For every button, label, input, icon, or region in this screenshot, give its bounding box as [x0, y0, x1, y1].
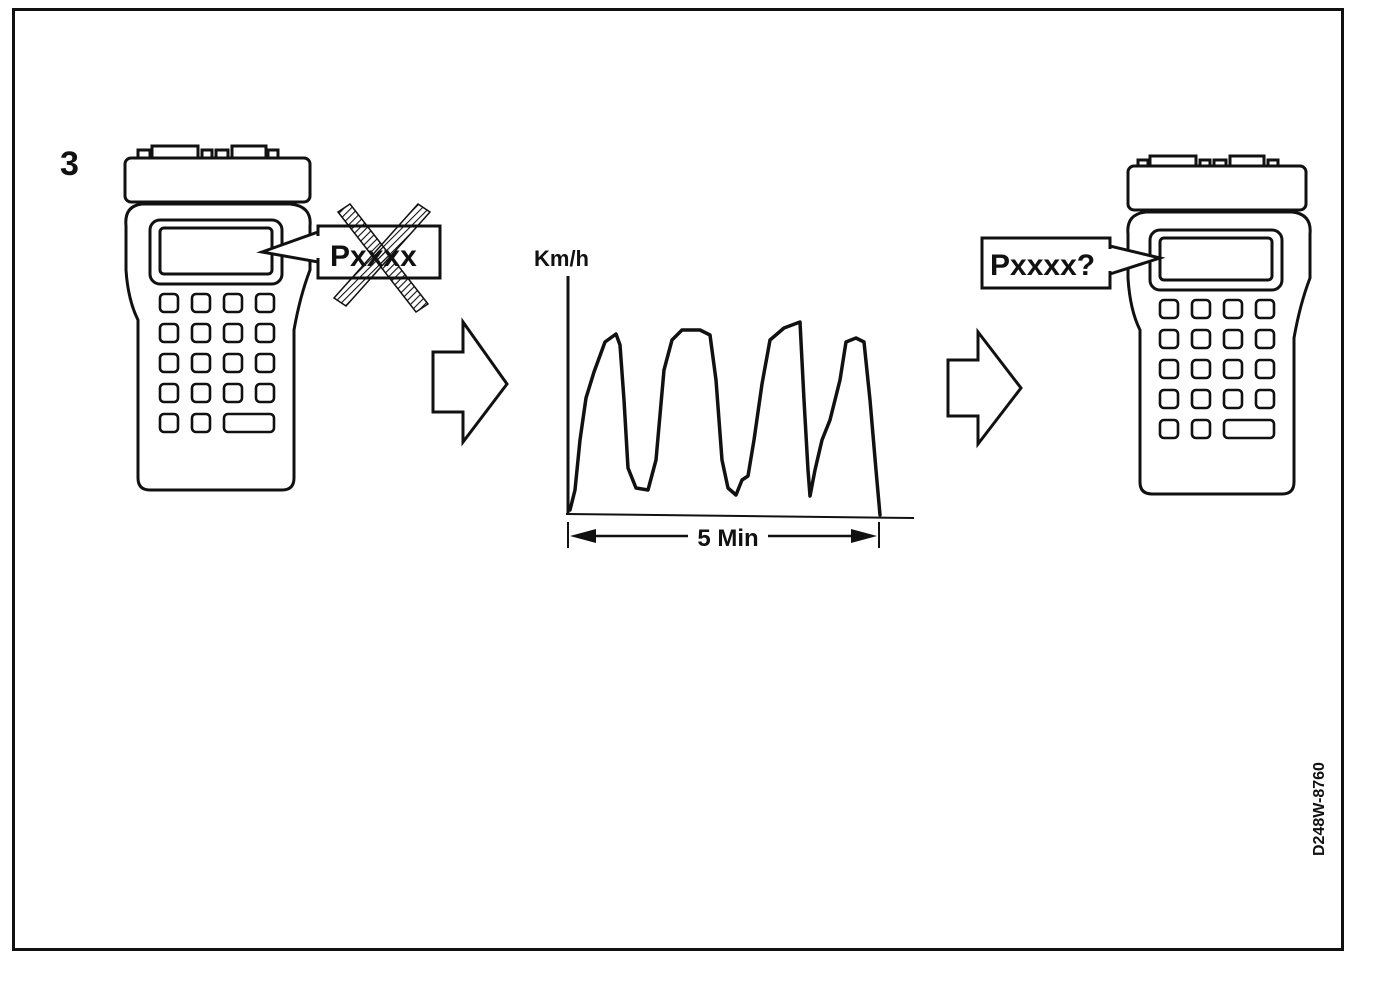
graph-x-axis	[565, 513, 915, 519]
right-screen	[1158, 236, 1274, 282]
right-diagnostic-tester	[980, 154, 1312, 496]
left-screen	[158, 226, 274, 276]
graph-y-axis-label: Km/h	[534, 246, 589, 271]
step-number: 3	[60, 145, 79, 183]
duration-label: 5 Min	[697, 525, 758, 552]
duration-arrowhead-right-icon	[851, 529, 877, 543]
right-keypad	[1158, 298, 1276, 440]
right-arrow-2-icon	[946, 327, 1023, 449]
left-cartridge	[123, 156, 312, 204]
crossed-out-x-mark	[332, 202, 432, 314]
duration-arrowhead-left-icon	[570, 529, 596, 543]
figure-frame	[12, 8, 1344, 951]
right-display-code: Pxxxx?	[990, 249, 1095, 282]
right-callout-box	[980, 236, 1112, 290]
speed-curve	[568, 320, 882, 517]
left-diagnostic-tester	[123, 144, 442, 492]
right-arrow-1-icon	[431, 317, 509, 447]
right-cartridge	[1126, 164, 1308, 212]
left-keypad	[158, 292, 276, 434]
figure-id: D248W-8760	[1311, 762, 1328, 856]
